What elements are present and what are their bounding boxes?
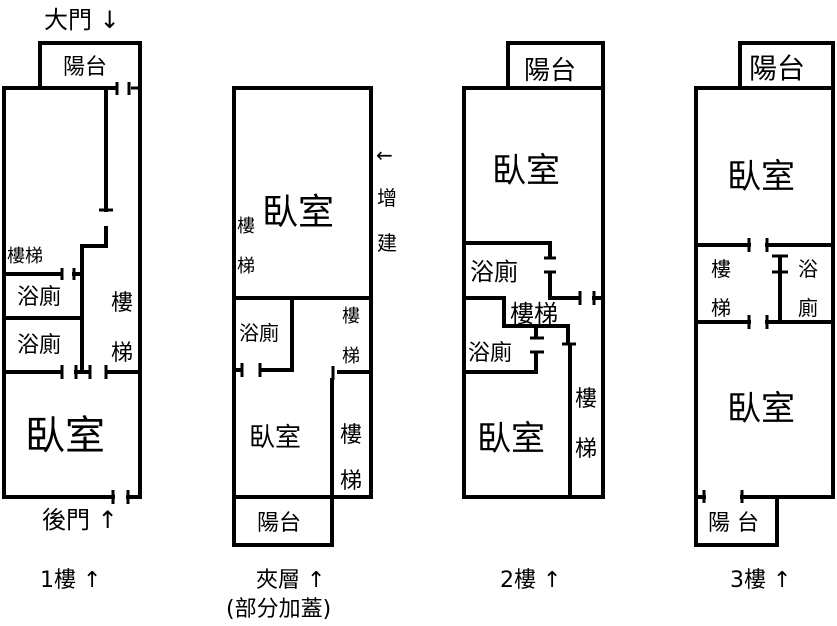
bedroom-label: 臥室 <box>727 389 795 429</box>
balcony-label: 陽台 <box>63 55 107 80</box>
balcony-label: 陽台 <box>524 56 576 86</box>
entrance-back-label: 後門 ↑ <box>42 506 118 534</box>
bathroom-label: 浴廁 <box>239 321 279 345</box>
stair-label: 樓梯 <box>510 300 558 328</box>
floor-caption: 1樓 ↑ <box>40 568 101 593</box>
floor-2f: 陽台 臥室 浴廁 樓梯 浴廁 臥室 樓 梯 2樓 ↑ <box>462 41 605 593</box>
stair-label: 梯 <box>340 469 362 494</box>
extension-label: 建 <box>377 231 397 255</box>
bathroom-label: 浴廁 <box>17 333 61 358</box>
stair-label: 梯 <box>237 256 255 277</box>
stair-label: 樓 <box>342 306 360 327</box>
bathroom-label: 浴廁 <box>468 341 512 366</box>
bedroom-label: 臥室 <box>262 192 334 233</box>
stair-label: 梯 <box>111 341 133 366</box>
floor-caption: 2樓 ↑ <box>500 568 561 593</box>
extension-arrow: ← <box>376 143 393 167</box>
bathroom-label: 廁 <box>798 296 818 320</box>
floor-caption-note: (部分加蓋) <box>226 597 331 622</box>
stair-label: 樓 <box>237 216 255 237</box>
bedroom-label: 臥室 <box>249 423 301 453</box>
balcony-label: 陽台 <box>749 52 805 85</box>
bedroom-label: 臥室 <box>477 419 545 459</box>
stair-label: 樓 <box>711 257 731 281</box>
extension-label: 增 <box>377 186 397 210</box>
bathroom-label: 浴 <box>798 257 818 281</box>
bedroom-label: 臥室 <box>25 413 105 459</box>
stair-label: 梯 <box>342 346 360 367</box>
balcony-label: 陽 台 <box>708 511 759 536</box>
bedroom-label: 臥室 <box>492 151 560 191</box>
floor-mezzanine: 臥室 樓 梯 ← 增 建 浴廁 樓 梯 臥室 樓 梯 陽台 夾層 ↑ (部分加蓋… <box>226 86 397 622</box>
stair-label: 樓 <box>575 387 597 412</box>
stair-label: 樓 <box>340 423 362 448</box>
entrance-front-label: 大門 ↓ <box>44 6 120 34</box>
bathroom-label: 浴廁 <box>17 285 61 310</box>
bedroom-label: 臥室 <box>727 157 795 197</box>
floor-caption: 3樓 ↑ <box>730 568 791 593</box>
stair-label: 梯 <box>711 296 731 320</box>
stair-label: 樓梯 <box>7 246 43 267</box>
bathroom-label: 浴廁 <box>470 258 518 286</box>
stair-label: 樓 <box>111 291 133 316</box>
balcony-label: 陽台 <box>257 511 301 536</box>
floor-caption: 夾層 ↑ <box>256 568 325 593</box>
stair-label: 梯 <box>575 437 597 462</box>
floor-3f: 陽台 臥室 樓 梯 浴 廁 臥室 陽 台 3樓 ↑ <box>694 41 835 593</box>
floor-1f: 大門 ↓ 陽台 樓梯 浴廁 浴廁 樓 梯 臥室 後門 ↑ 1樓 ↑ <box>2 6 142 593</box>
